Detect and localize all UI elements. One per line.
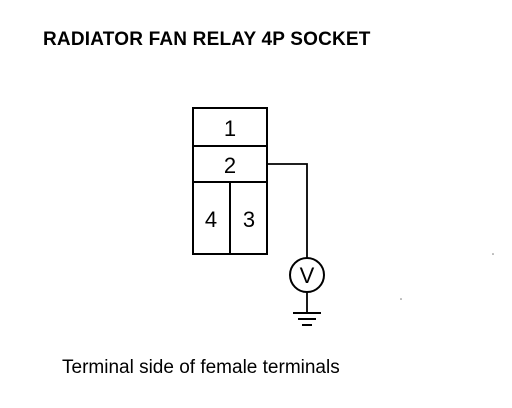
- terminal-3-label: 3: [243, 207, 255, 232]
- connector-socket: [192, 107, 268, 255]
- diagram-caption: Terminal side of female terminals: [62, 357, 340, 378]
- terminal-4-label: 4: [205, 207, 217, 232]
- voltmeter-symbol: V: [300, 263, 315, 288]
- terminal-2-label: 2: [224, 153, 236, 178]
- voltmeter: V: [289, 257, 325, 293]
- terminal-1-label: 1: [224, 116, 236, 141]
- ground-icon: [293, 312, 321, 326]
- scan-speck: [400, 298, 402, 300]
- scan-speck: [492, 253, 494, 255]
- probe-wire: [267, 163, 308, 258]
- diagram-title: RADIATOR FAN RELAY 4P SOCKET: [43, 29, 371, 50]
